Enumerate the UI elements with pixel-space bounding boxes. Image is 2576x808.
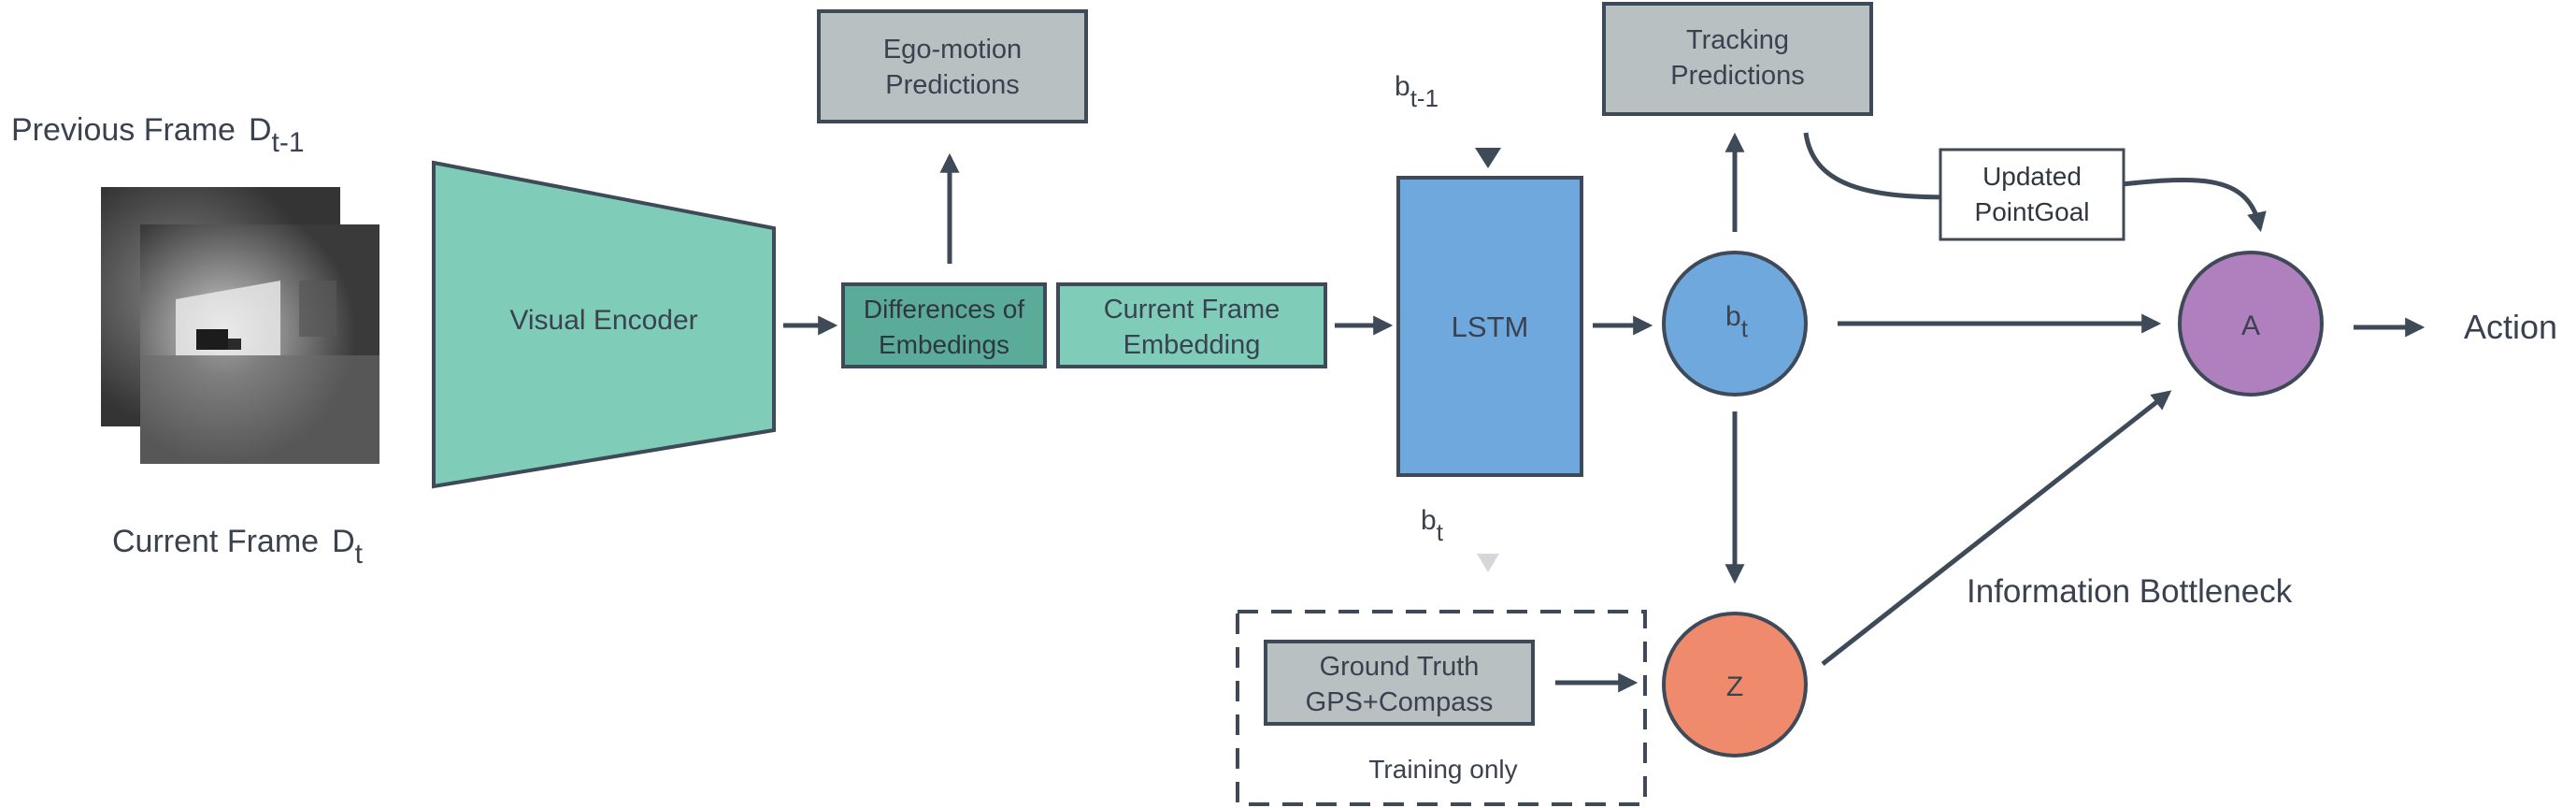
b-prev-label: bt-1	[1395, 71, 1438, 112]
tracking-label: Tracking	[1686, 25, 1789, 55]
action-node-label: A	[2241, 310, 2260, 341]
current-embedding-label-2: Embedding	[1123, 330, 1261, 360]
updated-pointgoal-box	[1939, 148, 2125, 241]
ego-motion-label-2: Predictions	[885, 70, 1019, 100]
arrow-b-prev-head	[1475, 148, 1501, 168]
lstm-label: LSTM	[1452, 310, 1529, 343]
information-bottleneck-label: Information Bottleneck	[1967, 573, 2293, 610]
tracking-predictions-box	[1602, 2, 1873, 116]
ground-truth-label-2: GPS+Compass	[1306, 687, 1494, 717]
current-frame-image	[140, 224, 379, 464]
tracking-label-2: Predictions	[1670, 61, 1804, 91]
ego-motion-label: Ego-motion	[883, 35, 1022, 65]
bt-node	[1662, 251, 1808, 397]
b-out-label: bt	[1421, 505, 1444, 546]
updated-label: Updated	[1982, 162, 2082, 191]
differences-label: Differences of	[864, 295, 1024, 324]
training-only-region	[1236, 610, 1647, 806]
ground-truth-label: Ground Truth	[1320, 652, 1480, 682]
current-frame-embedding-box	[1056, 282, 1327, 368]
z-node	[1662, 612, 1808, 758]
bt-node-label: bt	[1725, 301, 1749, 342]
arrow-bt-out-head	[1477, 554, 1499, 572]
training-only-label: Training only	[1368, 755, 1517, 784]
ground-truth-box	[1264, 640, 1535, 726]
visual-encoder-label: Visual Encoder	[509, 305, 697, 336]
arrow-z-to-action	[1821, 390, 2172, 666]
action-label: Action	[2464, 308, 2557, 346]
current-embedding-label: Current Frame	[1104, 295, 1281, 325]
action-node	[2178, 251, 2324, 397]
differences-label-2: Embedings	[879, 330, 1009, 359]
differences-of-embeddings-box	[841, 282, 1047, 368]
visual-encoder-block	[432, 160, 776, 489]
z-node-label: Z	[1726, 671, 1743, 702]
ego-motion-predictions-box	[817, 9, 1088, 123]
updated-label-2: PointGoal	[1975, 197, 2090, 226]
lstm-block	[1396, 176, 1583, 477]
